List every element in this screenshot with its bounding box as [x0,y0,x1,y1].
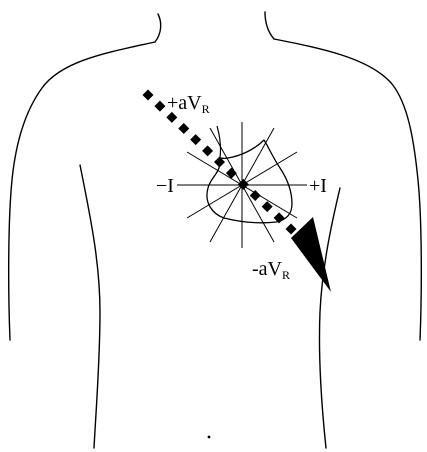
avr-vector-dot [178,123,189,134]
avr-vector-dot [143,90,154,101]
left-arm-inner-line [80,165,100,448]
label-minus-lead-one: −I [156,175,174,197]
right-arm-inner-line [319,188,340,448]
label-plus-avr-main: +aV [167,92,202,114]
avr-vector-dot [226,168,237,179]
label-minus-avr-main: -aV [252,258,283,280]
avr-vector-dot [286,224,297,235]
avr-vector-dot [250,190,261,201]
minus-avr-arrowhead [291,217,331,292]
heart-outline [207,140,292,223]
avr-vector-dot [190,134,201,145]
label-plus-lead-one: +I [309,175,327,197]
label-plus-avr-subscript: R [202,102,210,116]
neck-right-line [265,12,274,39]
label-minus-avr-subscript: R [282,268,290,282]
avr-dotted-vector [143,90,297,235]
avr-vector-dot [202,145,213,156]
avr-vector-dot [154,101,165,112]
label-plus-avr: +aVR [167,92,210,116]
label-minus-avr: -aVR [252,258,290,282]
right-shoulder-line [274,39,421,340]
neck-left-line [155,14,161,42]
left-shoulder-line [9,42,155,340]
navel-dot [208,436,211,439]
